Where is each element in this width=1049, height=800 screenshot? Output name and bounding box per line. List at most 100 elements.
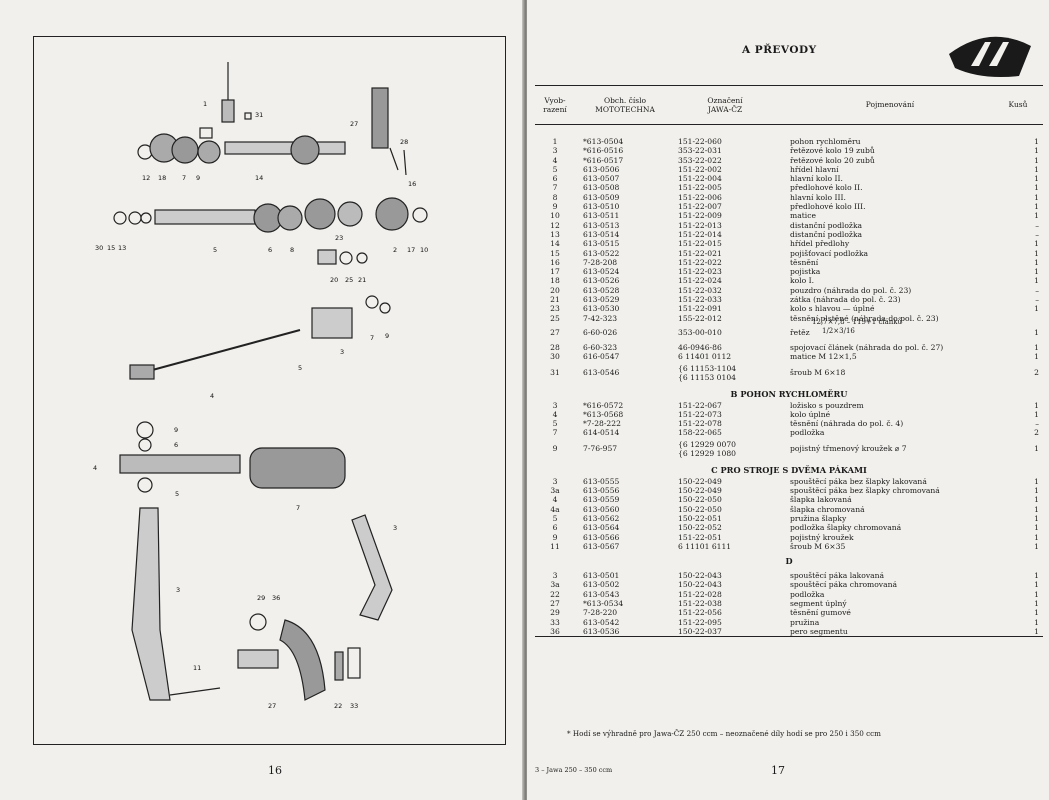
table-cell: 151-22-002 xyxy=(678,164,722,174)
table-cell: 151-22-013 xyxy=(678,220,722,230)
table-cell: 1 xyxy=(1034,571,1039,581)
table-cell: 3a xyxy=(550,580,560,590)
callout-label: 21 xyxy=(358,276,366,284)
table-cell: 21 xyxy=(550,295,560,305)
table-cell: pojistný kroužek xyxy=(790,532,854,542)
table-cell: 30 xyxy=(550,352,560,362)
table-cell: – xyxy=(1035,220,1039,230)
table-cell: 151-22-032 xyxy=(678,285,722,295)
callout-label: 31 xyxy=(255,111,263,119)
table-cell: – xyxy=(1035,295,1039,305)
table-cell: 15 xyxy=(550,248,560,258)
page-number-right: 17 xyxy=(771,764,785,777)
callout-label: 22 xyxy=(334,702,342,710)
callout-label: 17 xyxy=(407,246,415,254)
table-cell: pružina xyxy=(790,617,820,627)
table-cell: 2 xyxy=(1034,428,1039,438)
table-cell: řetězové kolo 19 zubů xyxy=(790,146,875,156)
table-cell: 6 11401 0112 xyxy=(678,352,732,362)
table-cell: 151-22-021 xyxy=(678,248,722,258)
table-cell: 150-22-037 xyxy=(678,626,722,636)
table-cell: 4 xyxy=(552,155,558,165)
table-cell: 1 xyxy=(1034,137,1039,146)
callout-label: 4 xyxy=(210,392,214,400)
table-cell: kolo úplné xyxy=(790,409,831,419)
page-number-left: 16 xyxy=(268,764,282,777)
table-cell: 613-0530 xyxy=(583,304,620,314)
table-cell: 151-22-024 xyxy=(678,276,722,286)
table-cell: spouštěcí páka bez šlapky chromovaná xyxy=(790,486,940,496)
table-cell: 151-22-073 xyxy=(678,409,722,419)
callout-label: 3 xyxy=(176,586,180,594)
table-cell: 11 xyxy=(550,541,560,551)
table-cell: 1 xyxy=(1034,146,1039,156)
table-cell: 613-0526 xyxy=(583,276,620,286)
callout-label: 27 xyxy=(350,120,358,128)
table-cell: 1 xyxy=(1034,267,1039,277)
table-cell: 1 xyxy=(1034,352,1039,362)
table-cell: pojistka xyxy=(790,267,821,277)
table-cell: 150-22-049 xyxy=(678,476,722,486)
table-cell: 353-22-022 xyxy=(678,155,722,165)
table-cell: 613-0502 xyxy=(583,580,620,590)
table-cell: 6 xyxy=(552,174,558,184)
table-cell: 17 xyxy=(550,267,560,277)
table-cell: 613-0542 xyxy=(583,617,620,627)
table-cell: 3 xyxy=(552,146,558,156)
callout-label: 9 xyxy=(174,426,178,434)
table-cell: 150-22-050 xyxy=(678,495,722,505)
table-cell: šlapka lakovaná xyxy=(790,495,852,505)
table-cell: segment úplný xyxy=(790,598,847,608)
table-cell: 150-22-052 xyxy=(678,523,722,533)
table-cell: předlohové kolo II. xyxy=(790,183,863,193)
callout-label: 6 xyxy=(268,246,272,254)
callout-label: 4 xyxy=(93,464,97,472)
table-cell: 6 xyxy=(552,523,558,533)
table-cell: 151-22-038 xyxy=(678,598,722,608)
table-cell: 613-0515 xyxy=(583,239,620,249)
callout-label: 13 xyxy=(118,244,126,252)
table-cell: 613-0562 xyxy=(583,513,620,523)
left-page: 1 31 27 28 12 18 7 9 14 16 30 15 13 5 6 … xyxy=(0,0,524,800)
header-vyob: Vyob-razení xyxy=(543,96,567,114)
table-cell: 5 xyxy=(552,164,558,174)
signature-note: 3 – Jawa 250 – 350 ccm xyxy=(535,766,613,774)
table-cell: 3 xyxy=(552,476,558,486)
callout-label: 12 xyxy=(142,174,150,182)
table-cell: 1 xyxy=(1034,486,1039,496)
table-cell: – xyxy=(1035,229,1039,239)
callout-label: 14 xyxy=(255,174,263,182)
table-cell: 1 xyxy=(1034,342,1039,352)
table-cell: 613-0508 xyxy=(583,183,620,193)
table-cell: 151-22-015 xyxy=(678,239,722,249)
table-cell: zátka (náhrada do pol. č. 23) xyxy=(790,295,901,305)
table-cell: 1 xyxy=(1034,476,1039,486)
table-cell: 12 xyxy=(550,220,560,230)
table-cell: 1 xyxy=(1034,541,1039,551)
table-cell: 20 xyxy=(550,285,560,295)
table-cell: 151-22-009 xyxy=(678,211,722,221)
table-cell: šlapka chromovaná xyxy=(790,504,865,514)
table-cell: 1 xyxy=(1034,164,1039,174)
table-cell: 1 xyxy=(1034,211,1039,221)
table-cell: 613-0501 xyxy=(583,571,620,581)
table-cell: 613-0522 xyxy=(583,248,620,258)
table-cell: 613-0511 xyxy=(583,211,620,221)
book-gutter xyxy=(522,0,529,800)
table-cell: 151-22-060 xyxy=(678,137,722,146)
table-cell: 353-22-031 xyxy=(678,146,722,156)
table-cell: pero segmentu xyxy=(790,626,848,636)
table-cell: 1 xyxy=(1034,608,1039,618)
